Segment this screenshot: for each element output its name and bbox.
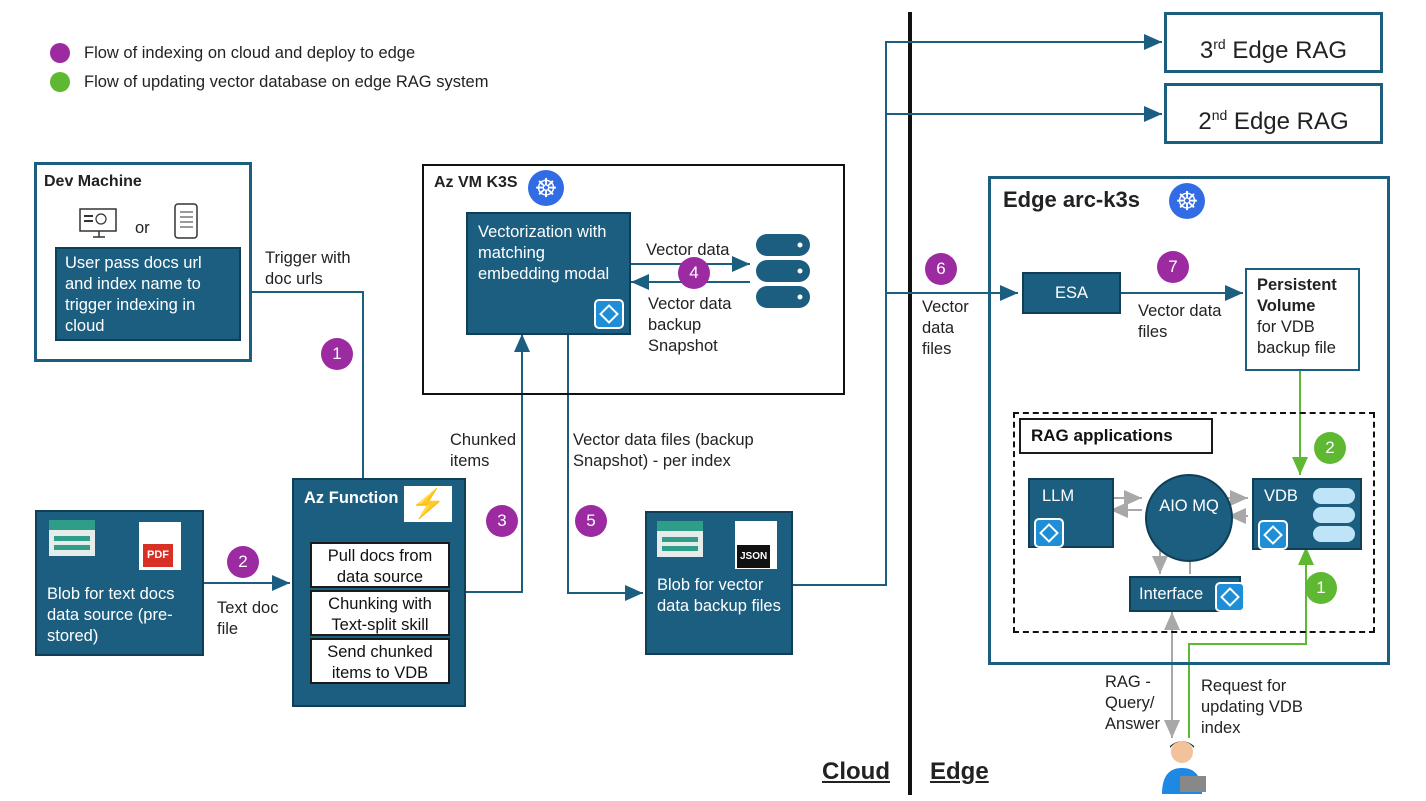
cloud-label: Cloud: [822, 758, 890, 785]
interface-label: Interface: [1139, 585, 1204, 603]
blob-storage-icon: [657, 521, 703, 557]
interface-box: Interface: [1129, 576, 1245, 612]
step-6-badge: 6: [925, 253, 957, 285]
container-icon: [1258, 520, 1288, 550]
second-edge-rag-box: 2nd Edge RAG: [1164, 83, 1383, 144]
purple-dot-icon: [50, 43, 70, 63]
kubernetes-icon: ☸: [1169, 183, 1205, 219]
vdb-label: VDB: [1264, 487, 1298, 505]
dev-machine-title: Dev Machine: [44, 173, 142, 190]
container-icon: [1034, 518, 1064, 548]
third-edge-rag-box: 3rd Edge RAG: [1164, 12, 1383, 73]
step-4-badge: 4: [678, 257, 710, 289]
dev-machine-box: Dev Machine or User pass docs url and in…: [34, 162, 252, 362]
dev-machine-description: User pass docs url and index name to tri…: [55, 247, 241, 341]
az-function-title: Az Function: [304, 489, 399, 507]
computer-icon: [79, 207, 119, 239]
vector-data-label: Vector data: [646, 241, 730, 259]
azure-function-icon: ⚡: [404, 486, 452, 522]
kubernetes-icon: ☸: [528, 170, 564, 206]
trigger-label: Trigger with doc urls: [265, 249, 351, 288]
legend-label: Flow of indexing on cloud and deploy to …: [84, 43, 416, 62]
vdb-box: VDB: [1252, 478, 1362, 550]
user-laptop-icon: [1160, 738, 1208, 794]
blob-vector-label: Blob for vector data backup files: [657, 576, 781, 615]
az-function-box: Az Function ⚡ Pull docs from data source…: [292, 478, 466, 707]
chunked-items-label: Chunked items: [450, 431, 517, 470]
legend-label: Flow of updating vector database on edge…: [84, 72, 489, 91]
vector-files-label: Vector data files (backup Snapshot) - pe…: [573, 431, 754, 470]
green-dot-icon: [50, 72, 70, 92]
vector-backup-label: Vector data backup Snapshot: [648, 295, 732, 355]
text-doc-label: Text doc file: [217, 599, 279, 638]
az-vm-title: Az VM K3S: [434, 174, 518, 191]
aio-mq-circle: AIO MQ: [1145, 474, 1233, 562]
pv-title: Persistent Volume: [1257, 276, 1337, 315]
database-icon: [754, 230, 812, 312]
rag-apps-title: RAG applications: [1019, 418, 1213, 454]
edge-rag-label: Edge RAG: [1227, 108, 1349, 135]
edge-arc-k3s-box: Edge arc-k3s ☸ ESA Vector data files Per…: [988, 176, 1390, 665]
step-3-badge: 3: [486, 505, 518, 537]
request-label: Request for updating VDB index: [1201, 677, 1303, 737]
script-scroll-icon: [171, 201, 203, 243]
llm-box: LLM: [1028, 478, 1114, 548]
edge-rag-number: 2: [1198, 108, 1212, 135]
container-icon: [594, 299, 624, 329]
step-7-badge: 7: [1157, 251, 1189, 283]
database-icon: [1312, 486, 1356, 544]
vectorization-box: Vectorization with matching embedding mo…: [466, 212, 631, 335]
legend-item-green: Flow of updating vector database on edge…: [50, 71, 488, 93]
edge-rag-label: Edge RAG: [1225, 37, 1348, 64]
az-vm-k3s-box: Az VM K3S ☸ Vectorization with matching …: [422, 164, 845, 395]
edge-cluster-title: Edge arc-k3s: [1003, 187, 1140, 212]
legend-item-purple: Flow of indexing on cloud and deploy to …: [50, 42, 488, 64]
green-step-2-badge: 2: [1314, 432, 1346, 464]
blob-text-label: Blob for text docs data source (pre-stor…: [47, 585, 175, 645]
vectorization-label: Vectorization with matching embedding mo…: [478, 223, 610, 283]
function-step-chunking: Chunking with Text-split skill: [310, 590, 450, 636]
rag-applications-container: RAG applications LLM AIO MQ VDB Interfac…: [1013, 412, 1375, 633]
pdf-icon: PDF: [139, 522, 181, 570]
step-5-badge: 5: [575, 505, 607, 537]
legend: Flow of indexing on cloud and deploy to …: [50, 42, 488, 93]
llm-label: LLM: [1042, 487, 1075, 505]
or-label: or: [135, 219, 150, 237]
edge-label: Edge: [930, 758, 989, 785]
function-step-pull: Pull docs from data source: [310, 542, 450, 588]
container-icon: [1215, 582, 1245, 612]
json-file-icon: JSON: [735, 521, 777, 569]
pv-description: for VDB backup file: [1257, 318, 1336, 357]
step-2-badge: 2: [227, 546, 259, 578]
edge-rag-number: 3: [1199, 37, 1214, 64]
json-badge: JSON: [737, 545, 771, 568]
esa-box: ESA: [1022, 272, 1121, 314]
vector-files-esa-label: Vector data files: [1138, 302, 1222, 341]
green-step-1-badge: 1: [1305, 572, 1337, 604]
edge-rag-suffix: nd: [1211, 107, 1228, 123]
vector-files-edge-label: Vector data files: [922, 298, 969, 358]
edge-rag-suffix: rd: [1213, 36, 1226, 52]
blob-text-box: PDF Blob for text docs data source (pre-…: [35, 510, 204, 656]
rag-query-label: RAG - Query/ Answer: [1105, 673, 1161, 733]
pdf-badge: PDF: [143, 544, 173, 567]
blob-storage-icon: [49, 520, 95, 556]
function-step-send: Send chunked items to VDB: [310, 638, 450, 684]
blob-vector-box: JSON Blob for vector data backup files: [645, 511, 793, 655]
persistent-volume-box: Persistent Volume for VDB backup file: [1245, 268, 1360, 371]
step-1-badge: 1: [321, 338, 353, 370]
